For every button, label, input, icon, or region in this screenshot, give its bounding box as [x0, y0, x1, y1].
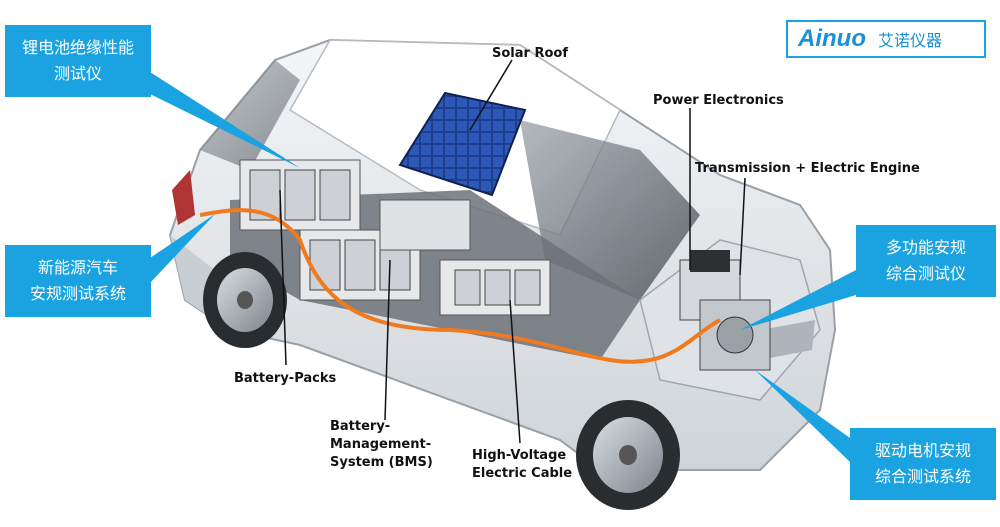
rear-wheel	[203, 252, 287, 348]
callout-multifunction-tester: 多功能安规 综合测试仪	[856, 225, 996, 297]
label-power-electronics: Power Electronics	[653, 93, 784, 108]
high-voltage-cable	[199, 208, 721, 364]
callout-multi-line1: 多功能安规	[885, 238, 966, 257]
label-hv-cable-line2: Electric Cable	[472, 466, 573, 481]
label-bms-line2: Management-	[330, 437, 432, 452]
label-hv-cable: High-Voltage Electric Cable	[472, 447, 572, 483]
power-electronics-unit	[679, 250, 771, 371]
front-wheel	[576, 400, 680, 510]
label-battery-packs: Battery-Packs	[234, 371, 337, 386]
callout-motor-line1: 驱动电机安规	[874, 441, 971, 460]
callout-lithium-line1: 锂电池绝缘性能	[21, 38, 134, 57]
label-bms-line1: Battery-	[330, 419, 391, 434]
callout-nev-line2: 安规测试系统	[29, 284, 126, 303]
callout-nev-safety-system: 新能源汽车 安规测试系统	[5, 245, 151, 317]
brand-name-cn: 艾诺仪器	[877, 31, 942, 50]
callout-motor-line2: 综合测试系统	[874, 467, 971, 486]
callout-lithium-tester: 锂电池绝缘性能 测试仪	[5, 25, 151, 97]
label-leaders	[279, 59, 746, 444]
label-transmission-engine: Transmission + Electric Engine	[695, 161, 920, 176]
solar-roof-panel	[398, 91, 527, 197]
callout-motor-test-system: 驱动电机安规 综合测试系统	[850, 428, 996, 500]
label-bms: Battery- Management- System (BMS)	[330, 418, 433, 472]
callout-lithium-line2: 测试仪	[53, 64, 102, 83]
callout-nev-line1: 新能源汽车	[37, 258, 118, 277]
callout-pointers	[150, 72, 856, 462]
callout-multi-line2: 综合测试仪	[885, 264, 966, 283]
label-bms-line3: System (BMS)	[330, 455, 433, 470]
brand-logo: Ainuo 艾诺仪器	[786, 20, 986, 58]
label-hv-cable-line1: High-Voltage	[472, 448, 567, 463]
brand-name-en: Ainuo	[798, 25, 866, 52]
car-body	[168, 38, 837, 471]
label-solar-roof: Solar Roof	[492, 46, 568, 61]
